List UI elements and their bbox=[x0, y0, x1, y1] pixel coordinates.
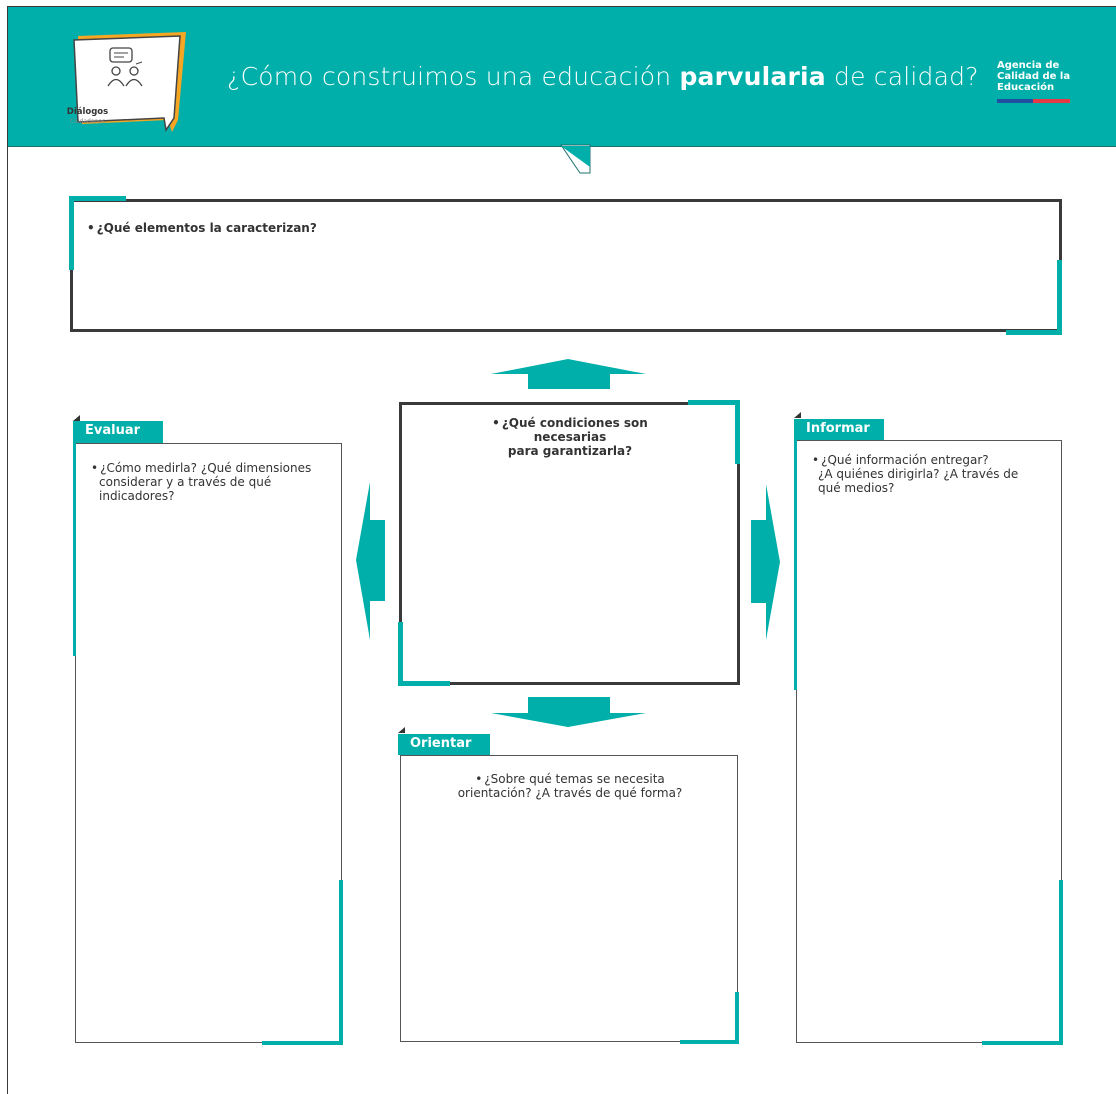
center-question-line-2: para garantizarla? bbox=[507, 444, 633, 458]
banner-pointer bbox=[560, 144, 591, 174]
logo-title: Diálogos bbox=[66, 107, 109, 117]
page-title: ¿Cómo construimos una educación parvular… bbox=[227, 62, 979, 91]
corner-accent bbox=[735, 992, 739, 1044]
arrow-left bbox=[356, 482, 385, 640]
agency-logo: Agencia de Calidad de la Educación bbox=[997, 60, 1070, 93]
corner-accent bbox=[680, 1040, 739, 1044]
corner-accent bbox=[69, 196, 74, 270]
center-question-line-1: •¿Qué condiciones son necesarias bbox=[455, 416, 685, 444]
informar-line-1: ¿Qué información entregar? bbox=[821, 453, 989, 467]
informar-line-2: ¿A quiénes dirigirla? ¿A través de bbox=[818, 467, 1019, 481]
tab-fold bbox=[794, 412, 801, 418]
corner-accent bbox=[262, 1041, 343, 1045]
corner-accent bbox=[794, 440, 797, 690]
corner-accent bbox=[73, 443, 76, 656]
agency-flag-bar bbox=[997, 99, 1070, 103]
arrow-down bbox=[491, 697, 646, 727]
orientar-tab: Orientar bbox=[398, 734, 490, 755]
corner-accent bbox=[398, 681, 450, 686]
informar-line-3: qué medios? bbox=[818, 481, 895, 495]
top-question-text: ¿Qué elementos la caracterizan? bbox=[96, 221, 317, 235]
top-box bbox=[70, 199, 1062, 332]
corner-accent bbox=[982, 1041, 1063, 1045]
tab-fold bbox=[73, 415, 80, 421]
dialogue-people-icon bbox=[73, 32, 186, 132]
evaluar-box bbox=[75, 443, 342, 1043]
corner-accent bbox=[398, 622, 403, 686]
evaluar-line-2: considerar y a través de qué bbox=[99, 475, 272, 489]
title-bold: parvularia bbox=[679, 62, 826, 91]
center-question-text-1: ¿Qué condiciones son necesarias bbox=[501, 416, 648, 444]
tab-fold bbox=[398, 727, 405, 733]
bullet: • bbox=[812, 453, 820, 467]
evaluar-line-1: ¿Cómo medirla? ¿Qué dimensiones bbox=[100, 461, 312, 475]
arrow-right bbox=[751, 484, 780, 640]
agency-line-2: Calidad de la bbox=[997, 71, 1071, 82]
dialogos-logo: Diálogos Ciudadanos bbox=[67, 28, 193, 138]
logo-subtitle: Ciudadanos bbox=[69, 118, 106, 125]
page-frame bbox=[7, 6, 1116, 1094]
top-question: •¿Qué elementos la caracterizan? bbox=[87, 221, 317, 235]
evaluar-line-3: indicadores? bbox=[99, 489, 175, 503]
corner-accent bbox=[688, 400, 740, 405]
bullet: • bbox=[91, 461, 99, 475]
agency-line-3: Educación bbox=[997, 82, 1055, 93]
informar-tab: Informar bbox=[794, 419, 884, 440]
corner-accent bbox=[69, 196, 126, 201]
corner-accent bbox=[339, 880, 343, 1045]
evaluar-tab: Evaluar bbox=[73, 421, 163, 443]
corner-accent bbox=[735, 400, 740, 464]
bullet: • bbox=[475, 772, 483, 786]
orientar-box bbox=[400, 755, 738, 1042]
bullet: • bbox=[492, 416, 500, 430]
center-box bbox=[399, 402, 740, 685]
title-part-2: de calidad? bbox=[825, 62, 979, 91]
informar-box bbox=[796, 440, 1062, 1043]
orientar-question: •¿Sobre qué temas se necesita orientació… bbox=[420, 772, 720, 800]
corner-accent bbox=[1006, 330, 1062, 335]
orientar-line-1: ¿Sobre qué temas se necesita bbox=[484, 772, 665, 786]
header-banner bbox=[8, 7, 1116, 174]
orientar-line-2: orientación? ¿A través de qué forma? bbox=[457, 786, 683, 800]
corner-accent bbox=[1059, 880, 1063, 1045]
evaluar-question: •¿Cómo medirla? ¿Qué dimensiones conside… bbox=[91, 461, 311, 503]
center-question: •¿Qué condiciones son necesarias para ga… bbox=[455, 416, 685, 458]
bullet: • bbox=[87, 221, 95, 235]
informar-question: •¿Qué información entregar? ¿A quiénes d… bbox=[812, 453, 1018, 495]
arrow-up bbox=[491, 359, 646, 389]
agency-line-1: Agencia de bbox=[997, 60, 1060, 71]
title-part-1: ¿Cómo construimos una educación bbox=[227, 62, 680, 91]
corner-accent bbox=[1057, 260, 1062, 335]
